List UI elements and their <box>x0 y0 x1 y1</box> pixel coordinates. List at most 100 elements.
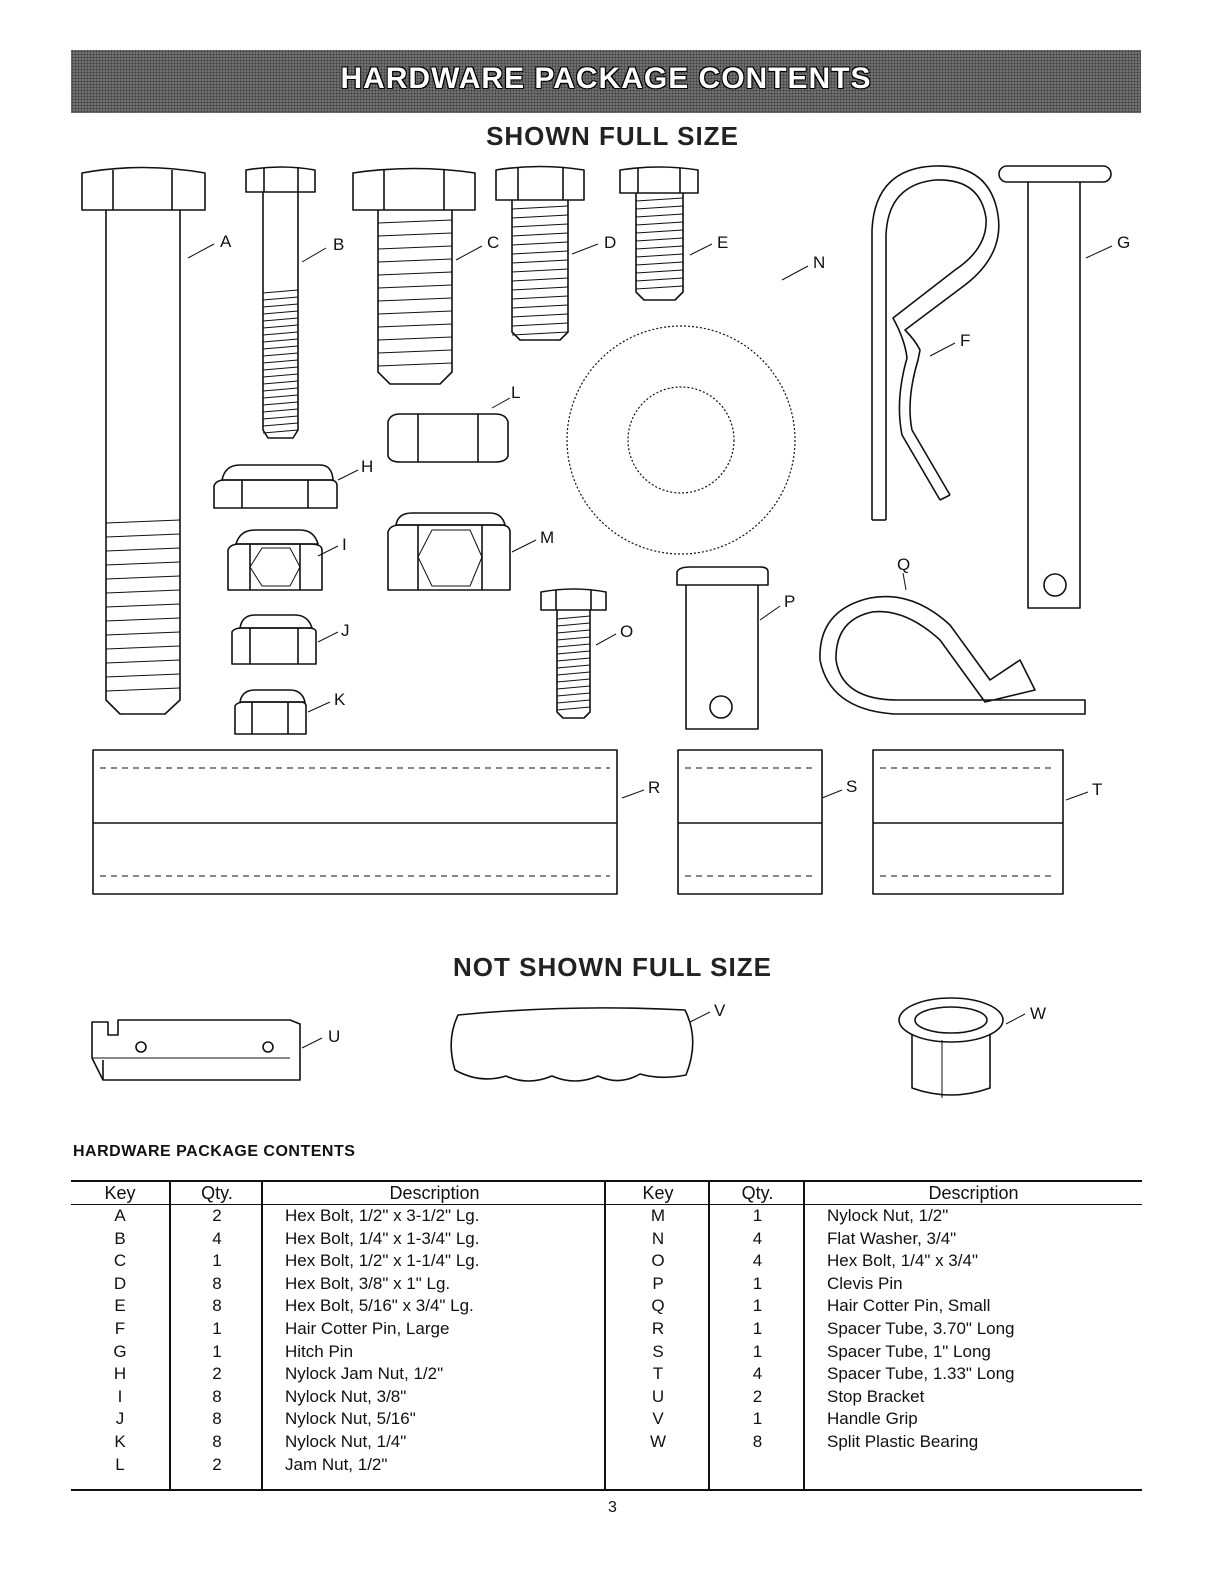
table-cell-qty: 4 <box>752 1251 763 1271</box>
table-cell-description: Hair Cotter Pin, Small <box>827 1296 991 1316</box>
hex-bolt-c-illustration <box>352 167 476 385</box>
table-cell-qty: 8 <box>212 1386 222 1406</box>
table-cell-description: Nylock Jam Nut, 1/2" <box>285 1364 444 1384</box>
table-cell-description: Flat Washer, 3/4" <box>827 1228 957 1248</box>
table-cell-description: Hair Cotter Pin, Large <box>285 1318 450 1338</box>
page-title: HARDWARE PACKAGE CONTENTS <box>340 62 872 95</box>
callout-d: D <box>604 233 616 252</box>
section-heading-full-size: SHOWN FULL SIZE <box>486 121 739 151</box>
callout-t: T <box>1092 780 1102 799</box>
spacer-tube-s-illustration <box>677 749 823 895</box>
table-cell-qty: 1 <box>752 1296 763 1316</box>
table-cell-qty: 2 <box>752 1386 763 1406</box>
table-cell-key: D <box>113 1273 127 1293</box>
table-cell-qty: 4 <box>212 1228 222 1248</box>
callout-c: C <box>487 233 499 252</box>
table-cell-key: I <box>117 1386 123 1406</box>
callout-i: I <box>342 535 347 554</box>
table-cell-key: H <box>113 1364 127 1384</box>
table-cell-qty: 1 <box>752 1318 763 1338</box>
table-cell-key: G <box>113 1341 127 1361</box>
table-cell-description: Stop Bracket <box>827 1386 925 1406</box>
table-cell-description: Nylock Nut, 3/8" <box>285 1386 407 1406</box>
table-cell-key: K <box>114 1431 126 1451</box>
header-qty-right: Qty. <box>710 1182 805 1205</box>
callout-v: V <box>714 1001 726 1020</box>
header-description-left: Description <box>263 1182 606 1205</box>
table-cell-qty: 2 <box>212 1206 222 1225</box>
table-cell-description: Hex Bolt, 1/2" x 1-1/4" Lg. <box>285 1251 480 1271</box>
clevis-pin-p-illustration <box>676 566 769 730</box>
nylock-nut-j-illustration <box>231 614 317 665</box>
header-key-left: Key <box>71 1182 169 1205</box>
table-cell-qty: 8 <box>752 1431 763 1451</box>
table-cell-qty: 1 <box>752 1273 763 1293</box>
callout-s: S <box>846 777 857 796</box>
table-cell-description: Nylock Nut, 5/16" <box>285 1409 416 1429</box>
table-cell-key: W <box>649 1431 667 1451</box>
header-qty-left: Qty. <box>171 1182 263 1205</box>
table-cell-description: Clevis Pin <box>827 1273 903 1293</box>
table-cell-qty: 2 <box>212 1454 222 1474</box>
table-cell-description: Jam Nut, 1/2" <box>285 1454 388 1474</box>
callout-m: M <box>540 528 554 547</box>
table-cell-qty: 1 <box>212 1341 222 1361</box>
title-banner: HARDWARE PACKAGE CONTENTS <box>71 50 1141 113</box>
table-cell-qty: 8 <box>212 1409 222 1429</box>
header-key-right: Key <box>606 1182 710 1205</box>
nylock-nut-i-illustration <box>227 529 323 591</box>
hex-bolt-a-illustration <box>81 166 206 715</box>
table-cell-key: N <box>651 1228 665 1248</box>
spacer-tube-t-illustration <box>872 749 1064 895</box>
callout-j: J <box>341 621 350 640</box>
left-description-column: Description Hex Bolt, 1/2" x 3-1/2" Lg.H… <box>261 1182 606 1489</box>
table-cell-qty: 1 <box>752 1409 763 1429</box>
hex-bolt-b-illustration <box>245 166 316 439</box>
callout-n: N <box>813 253 825 272</box>
table-cell-description: Split Plastic Bearing <box>827 1431 979 1451</box>
table-cell-qty: 4 <box>752 1228 763 1248</box>
table-cell-key: C <box>113 1251 127 1271</box>
hex-bolt-d-illustration <box>495 165 585 341</box>
callout-f: F <box>960 331 970 350</box>
table-cell-key: J <box>115 1409 125 1429</box>
table-cell-qty: 8 <box>212 1431 222 1451</box>
callout-h: H <box>361 457 373 476</box>
hitch-pin-g-illustration <box>998 165 1112 609</box>
table-cell-key: U <box>651 1386 665 1406</box>
table-cell-description: Hex Bolt, 1/4" x 3/4" <box>827 1251 978 1271</box>
hex-bolt-e-illustration <box>619 166 699 301</box>
table-cell-description: Handle Grip <box>827 1409 918 1429</box>
callout-k: K <box>334 690 346 709</box>
spacer-tube-r-illustration <box>92 749 618 895</box>
flat-washer-n-illustration <box>566 325 796 555</box>
hex-bolt-o-illustration <box>540 588 607 719</box>
table-cell-description: Spacer Tube, 1" Long <box>827 1341 991 1361</box>
nylock-nut-k-illustration <box>234 689 307 735</box>
table-cell-key: L <box>115 1454 125 1474</box>
table-cell-description: Hex Bolt, 3/8" x 1" Lg. <box>285 1273 451 1293</box>
page-number: 3 <box>608 1499 617 1516</box>
table-cell-key: T <box>652 1364 664 1384</box>
table-cell-key: O <box>651 1251 665 1271</box>
callout-u: U <box>328 1027 340 1046</box>
table-cell-key: E <box>114 1296 126 1316</box>
table-cell-qty: 1 <box>212 1318 222 1338</box>
table-cell-qty: 8 <box>212 1273 222 1293</box>
table-cell-key: S <box>652 1341 664 1361</box>
right-description-column: Description Nylock Nut, 1/2"Flat Washer,… <box>803 1182 1142 1489</box>
table-cell-key: B <box>114 1228 126 1248</box>
callout-g: G <box>1117 233 1130 252</box>
table-cell-qty: 4 <box>752 1364 763 1384</box>
table-cell-description: Hex Bolt, 1/4" x 1-3/4" Lg. <box>285 1228 480 1248</box>
table-cell-description: Nylock Nut, 1/4" <box>285 1431 407 1451</box>
nylock-jam-nut-h-illustration <box>213 464 338 509</box>
section-heading-not-full-size: NOT SHOWN FULL SIZE <box>453 952 772 982</box>
table-cell-qty: 1 <box>752 1206 763 1225</box>
table-cell-key: M <box>650 1206 666 1225</box>
